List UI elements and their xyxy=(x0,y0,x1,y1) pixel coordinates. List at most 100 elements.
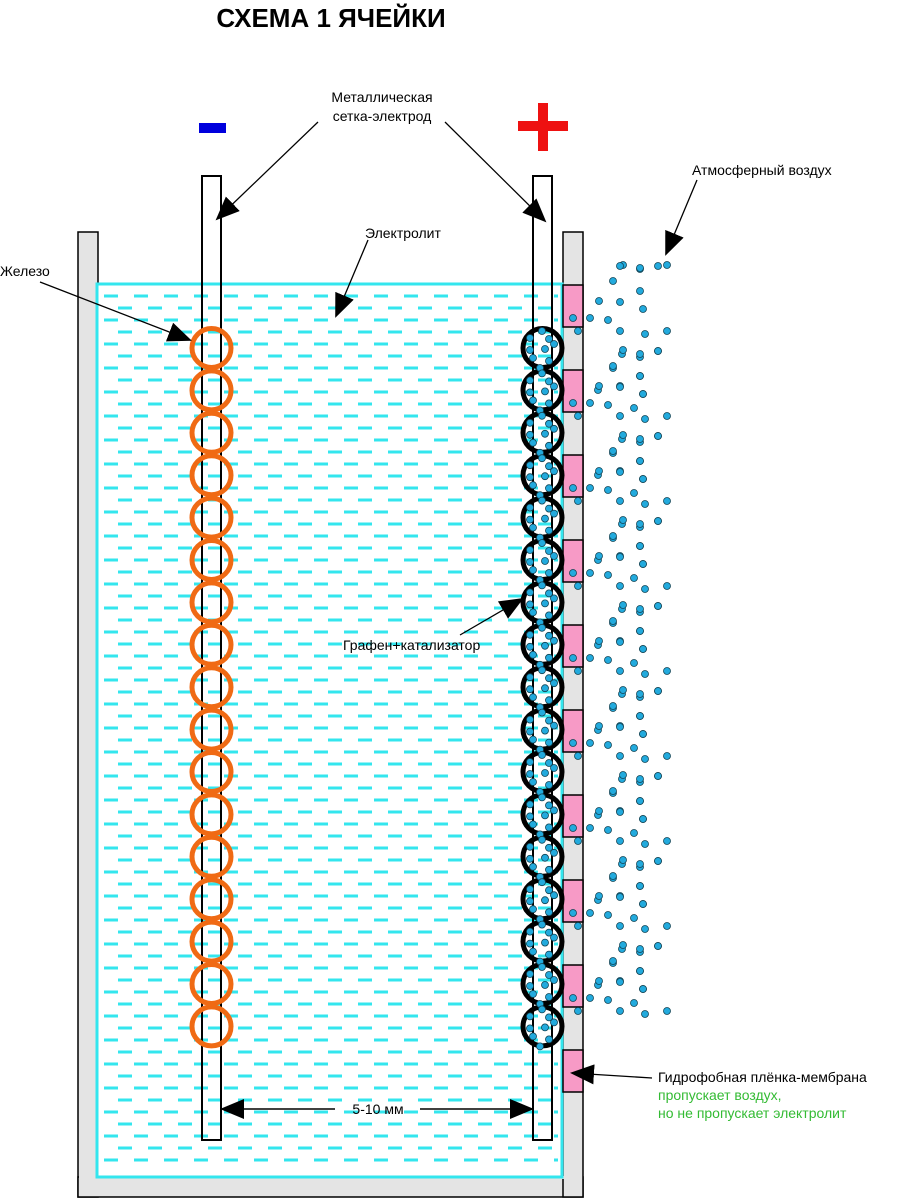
electrolyte-dash xyxy=(148,690,162,694)
electrolyte-dash xyxy=(344,1158,358,1162)
electrolyte-dash xyxy=(178,1146,192,1150)
electrolyte-dash xyxy=(538,1050,552,1054)
membrane-segment xyxy=(562,1049,584,1093)
electrolyte-dash xyxy=(464,654,478,658)
electrolyte-dash xyxy=(284,750,298,754)
electrolyte-dash xyxy=(104,1110,118,1114)
electrolyte-dash xyxy=(268,714,282,718)
air-particle xyxy=(545,759,553,767)
electrolyte-dash xyxy=(254,774,268,778)
electrolyte-dash xyxy=(524,894,538,898)
electrolyte-dash xyxy=(254,558,268,562)
air-particle xyxy=(619,601,627,609)
electrolyte-dash xyxy=(268,858,282,862)
electrolyte-dash xyxy=(358,834,372,838)
iron-ring xyxy=(189,580,234,625)
electrolyte-dash xyxy=(388,642,402,646)
electrolyte-dash xyxy=(298,786,312,790)
electrolyte-dash xyxy=(178,354,192,358)
electrolyte-dash xyxy=(478,1002,492,1006)
electrolyte-dash xyxy=(494,990,508,994)
electrolyte-dash xyxy=(418,1050,432,1054)
electrolyte-dash xyxy=(418,618,432,622)
electrolyte-dash xyxy=(178,1098,192,1102)
electrolyte-dash xyxy=(104,702,118,706)
electrolyte-dash xyxy=(164,654,178,658)
electrolyte-dash xyxy=(118,882,132,886)
electrolyte-dash xyxy=(358,306,372,310)
air-particle xyxy=(526,727,534,736)
electrolyte-dash xyxy=(388,738,402,742)
electrolyte-dash xyxy=(164,678,178,682)
electrolyte-dash xyxy=(164,774,178,778)
electrolyte-dash xyxy=(388,714,402,718)
electrolyte-dash xyxy=(134,1038,148,1042)
electrolyte-dash xyxy=(178,450,192,454)
electrolyte-dash xyxy=(418,714,432,718)
electrolyte-dash xyxy=(284,1014,298,1018)
electrolyte-dash xyxy=(164,894,178,898)
electrolyte-dash xyxy=(388,618,402,622)
electrolyte-dash xyxy=(478,594,492,598)
air-particle xyxy=(529,396,537,405)
electrolyte-dash xyxy=(118,858,132,862)
electrolyte-dash xyxy=(148,738,162,742)
electrolyte-dash xyxy=(388,1074,402,1078)
electrolyte-dash xyxy=(358,330,372,334)
electrolyte-dash xyxy=(118,906,132,910)
electrolyte-dash xyxy=(344,654,358,658)
iron-ring xyxy=(189,410,234,455)
electrolyte-dash xyxy=(448,1146,462,1150)
air-particle xyxy=(550,764,558,772)
electrolyte-dash xyxy=(494,726,508,730)
electrolyte-dash xyxy=(554,942,558,946)
air-particle xyxy=(526,939,534,948)
air-particle xyxy=(538,751,546,759)
air-particle xyxy=(550,1018,558,1027)
air-particle xyxy=(545,589,553,598)
electrolyte-dash xyxy=(404,414,418,418)
electrolyte-dash xyxy=(508,1026,522,1030)
electrolyte-dash xyxy=(538,786,552,790)
electrolyte-dash xyxy=(298,1146,312,1150)
negative-electrode-plate xyxy=(201,175,222,1141)
electrolyte-dash xyxy=(524,1110,538,1114)
air-particle xyxy=(609,617,617,625)
air-particle xyxy=(538,1005,546,1014)
air-particle xyxy=(636,520,644,528)
electrolyte-dash xyxy=(164,1086,178,1090)
electrolyte-dash xyxy=(238,1122,252,1126)
electrolyte-dash xyxy=(358,1146,372,1150)
electrolyte-dash xyxy=(418,570,432,574)
electrolyte-dash xyxy=(254,1014,268,1018)
electrolyte-dash xyxy=(508,738,522,742)
air-particle xyxy=(586,484,594,492)
electrolyte-dash xyxy=(494,654,508,658)
air-particle xyxy=(529,990,537,998)
electrolyte-dash xyxy=(164,702,178,706)
electrolyte-dash xyxy=(238,834,252,838)
electrolyte-dash xyxy=(328,690,342,694)
electrolyte-dash xyxy=(208,1098,222,1102)
electrolyte-dash xyxy=(494,1134,508,1138)
electrolyte-dash xyxy=(148,1002,162,1006)
air-particle xyxy=(663,752,671,760)
electrolyte-dash xyxy=(118,474,132,478)
electrolyte-dash xyxy=(134,654,148,658)
electrolyte-dash xyxy=(238,450,252,454)
diagram-title: СХЕМА 1 ЯЧЕЙКИ xyxy=(216,3,445,33)
electrolyte-dash xyxy=(478,930,492,934)
electrolyte-dash xyxy=(254,366,268,370)
iron-ring xyxy=(189,665,234,710)
electrolyte-dash xyxy=(538,1098,552,1102)
electrolyte-dash xyxy=(328,378,342,382)
electrolyte-dash xyxy=(404,1158,418,1162)
electrolyte-dash xyxy=(478,690,492,694)
electrolyte-dash xyxy=(298,714,312,718)
electrolyte-dash xyxy=(494,798,508,802)
electrolyte-dash xyxy=(374,846,388,850)
air-particle xyxy=(609,872,617,880)
electrolyte-dash xyxy=(104,750,118,754)
electrolyte-dash xyxy=(358,402,372,406)
electrolyte-dash xyxy=(494,774,508,778)
